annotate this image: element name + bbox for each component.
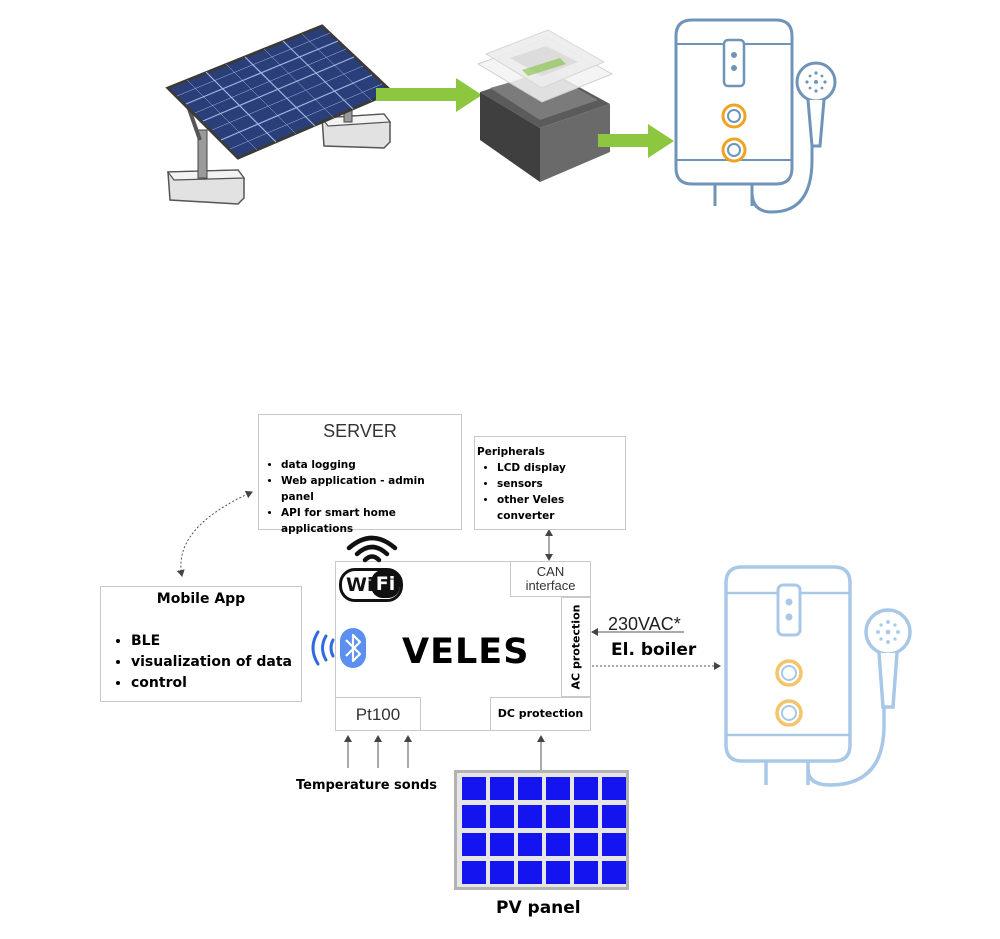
mobile-app-title: Mobile App <box>156 591 246 607</box>
peripherals-title: Peripherals <box>477 446 545 458</box>
server-title: SERVER <box>323 421 397 441</box>
pv-cell <box>546 777 570 800</box>
pv-cell <box>462 833 486 856</box>
connector-layer <box>176 490 721 772</box>
list-item: sensors <box>497 476 625 492</box>
pv-cell <box>546 805 570 828</box>
list-item: data logging <box>281 457 461 473</box>
pv-cell <box>462 805 486 828</box>
list-item: Web application - admin panel <box>281 473 461 505</box>
mobile-app-list: BLE visualization of data control <box>113 631 292 694</box>
water-heater-icon <box>674 18 837 214</box>
server-list: data logging Web application - admin pan… <box>263 457 461 537</box>
pv-cell <box>602 777 626 800</box>
pv-cell <box>462 861 486 884</box>
water-heater-icon <box>724 565 912 787</box>
wifi-logo-fi: Fi <box>371 570 400 598</box>
pv-cell <box>574 833 598 856</box>
list-item: control <box>131 673 292 694</box>
mobile-app-box: Mobile App BLE visualization of data con… <box>100 586 302 702</box>
temperature-label: Temperature sonds <box>296 778 438 793</box>
can-label-line1: CAN <box>536 564 565 579</box>
pv-cell <box>518 805 542 828</box>
arrow-icon <box>376 78 482 112</box>
pv-cell <box>490 833 514 856</box>
list-item: visualization of data <box>131 652 292 673</box>
pv-cell <box>546 861 570 884</box>
server-mobile-link <box>176 490 253 577</box>
ac-protection-label: AC protection <box>569 604 583 690</box>
dc-protection-box: DC protection <box>490 697 591 731</box>
list-item: BLE <box>131 631 292 652</box>
bluetooth-icon <box>311 628 366 668</box>
pv-cell <box>574 777 598 800</box>
pv-cell <box>490 777 514 800</box>
pv-cell <box>602 861 626 884</box>
wifi-signal-icon <box>346 535 398 563</box>
pv-cell <box>546 833 570 856</box>
pv-cell <box>462 777 486 800</box>
server-box: SERVER data logging Web application - ad… <box>258 414 462 535</box>
list-item: LCD display <box>497 460 625 476</box>
pv-cell <box>490 805 514 828</box>
pv-cell <box>518 861 542 884</box>
pt100-box: Pt100 <box>335 697 421 731</box>
pv-cell <box>518 833 542 856</box>
solar-panel-icon <box>165 24 395 205</box>
wifi-logo-wi: Wi <box>346 574 374 596</box>
pv-panel-label: PV panel <box>496 898 581 918</box>
pv-cell <box>518 777 542 800</box>
pv-panel-icon <box>454 770 629 890</box>
pv-cell <box>602 805 626 828</box>
pt100-label: Pt100 <box>355 705 401 724</box>
can-label-line2: interface <box>525 578 576 593</box>
dc-protection-label: DC protection <box>497 707 584 720</box>
veles-title: VELES <box>402 632 530 672</box>
wifi-logo: Wi Fi <box>339 568 403 602</box>
arrow-icon <box>598 124 674 158</box>
voltage-label: 230VAC* <box>608 614 681 634</box>
list-item: other Veles converter <box>497 492 625 524</box>
ac-protection-box: AC protection <box>561 597 591 697</box>
list-item: API for smart home applications <box>281 505 461 537</box>
pv-cell <box>602 833 626 856</box>
pv-cell <box>574 861 598 884</box>
pv-cell <box>574 805 598 828</box>
can-interface-box: CAN interface <box>510 561 591 597</box>
converter-device-icon <box>476 29 614 182</box>
peripherals-box: Peripherals LCD display sensors other Ve… <box>474 436 626 530</box>
peripherals-list: LCD display sensors other Veles converte… <box>479 460 625 524</box>
pv-cell-grid <box>462 777 626 884</box>
top-illustration <box>165 18 837 214</box>
boiler-label: El. boiler <box>611 640 697 660</box>
pv-cell <box>490 861 514 884</box>
